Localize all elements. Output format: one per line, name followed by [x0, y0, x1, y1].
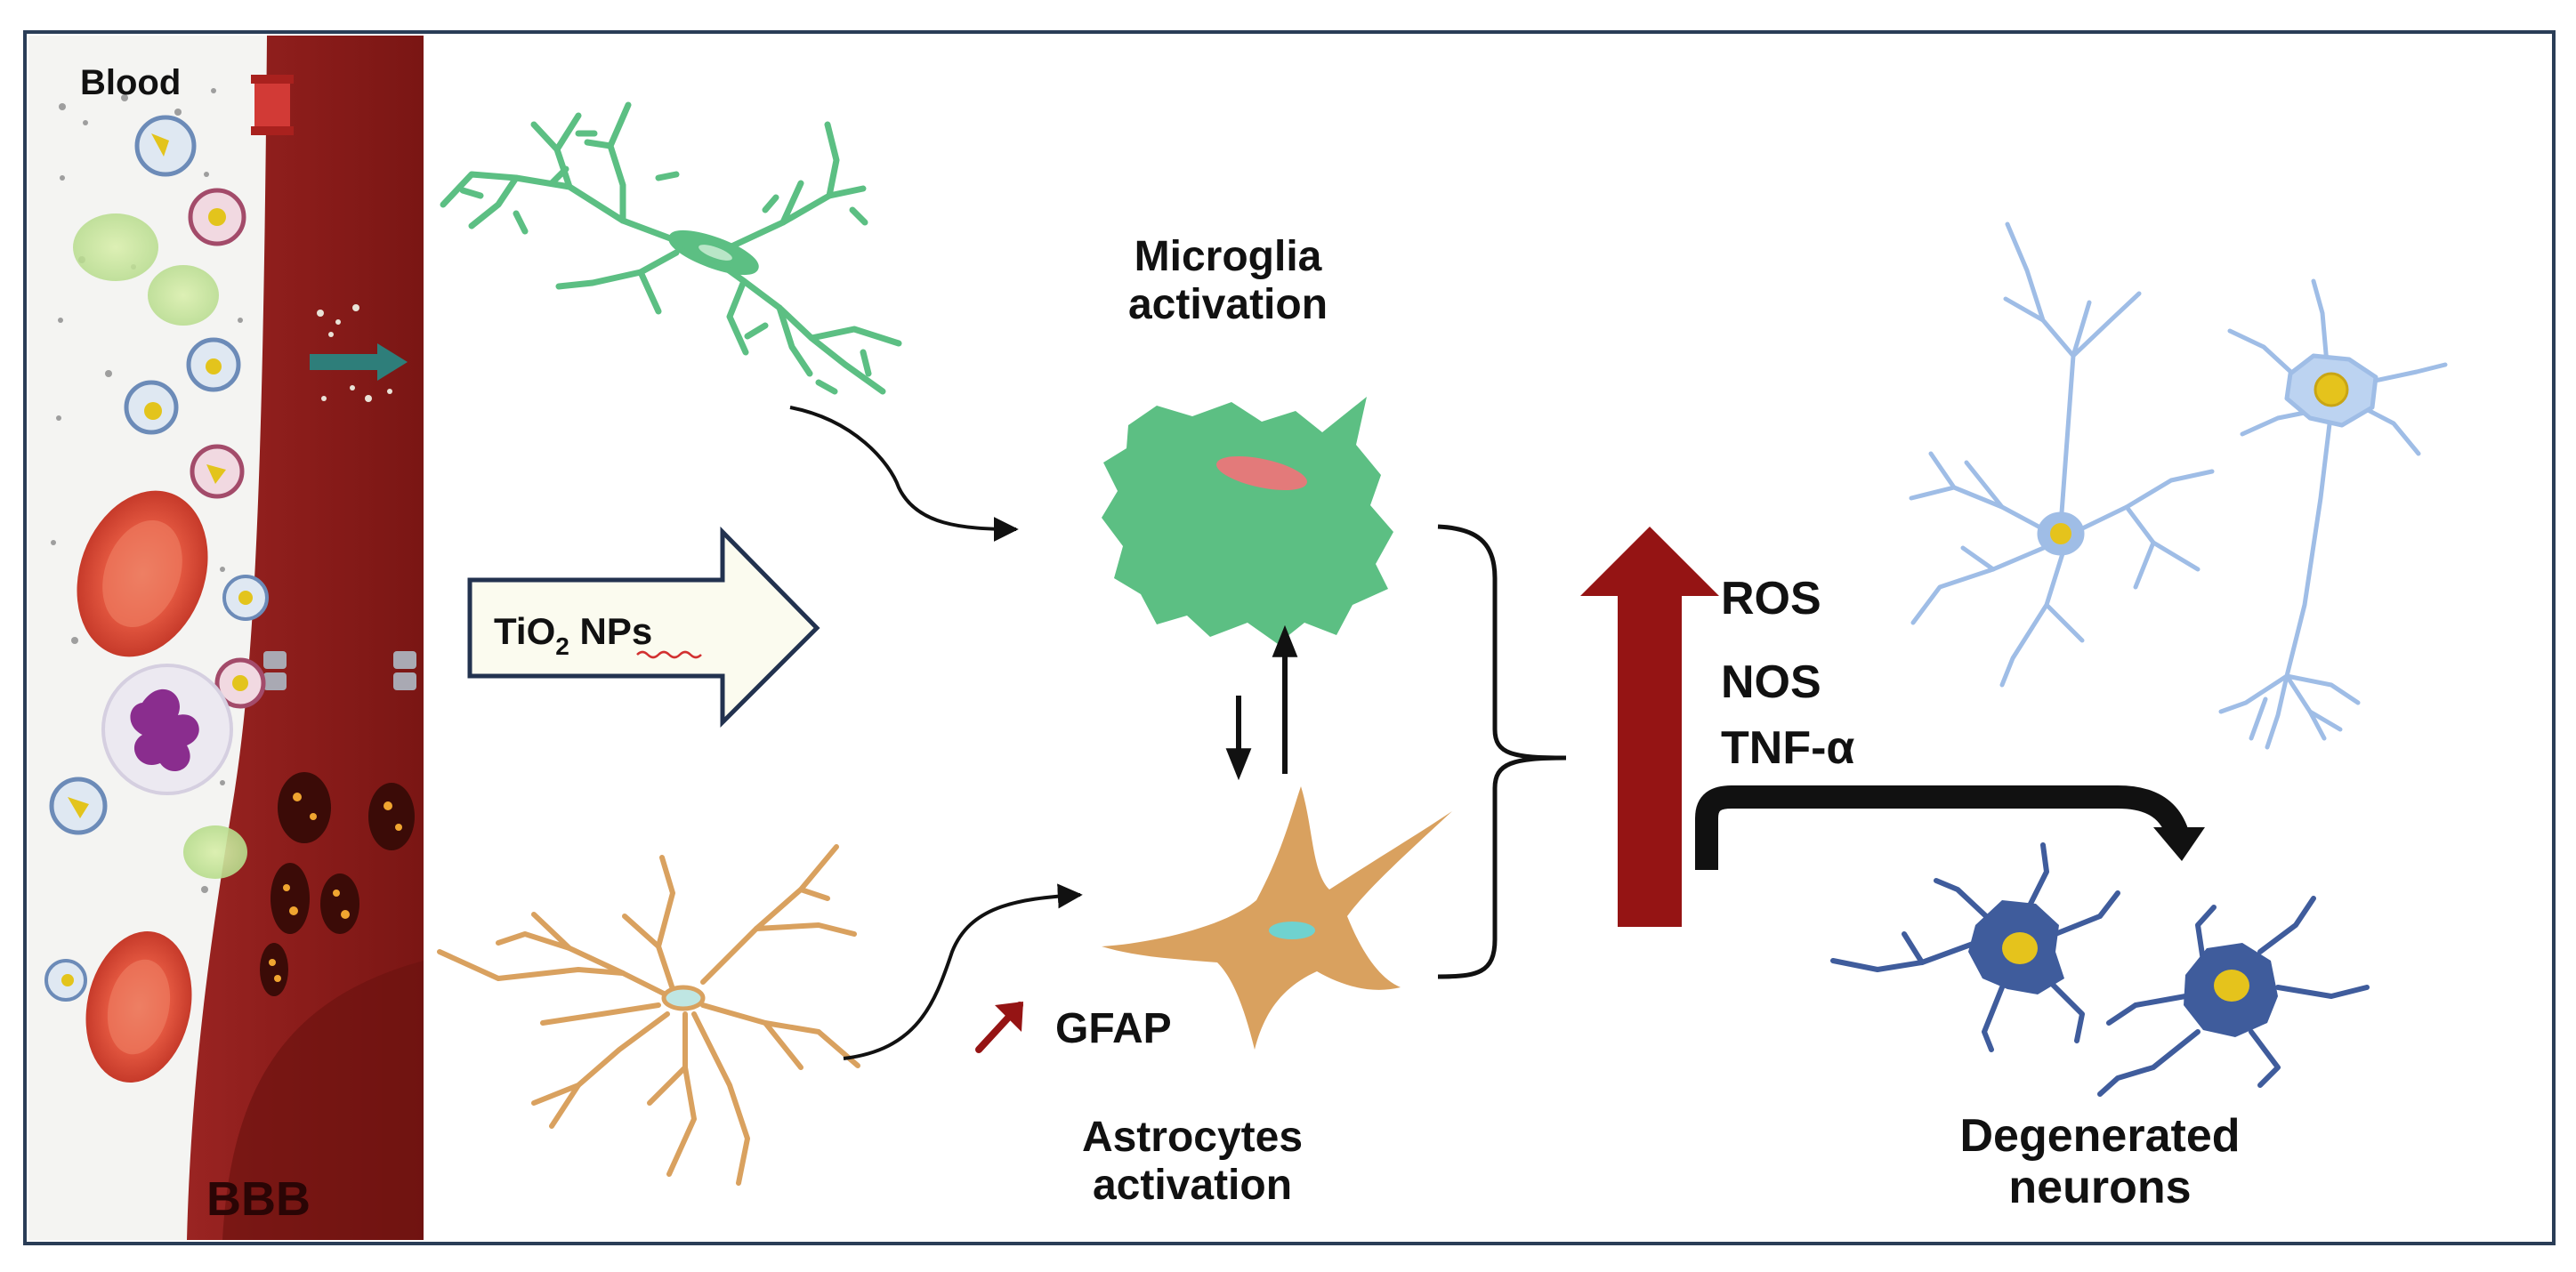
- ros-label: ROS: [1721, 573, 1821, 624]
- astrocyte-nucleus: [1269, 922, 1315, 939]
- healthy-neuron-icon: [1909, 221, 2448, 750]
- transport-arrow-icon: [310, 343, 408, 381]
- astrocytes-activation-label: Astrocytes activation: [1014, 1114, 1370, 1210]
- neutrophil-icon: [101, 664, 233, 795]
- degenerated-neurons-label: Degenerated neurons: [1904, 1110, 2296, 1213]
- activated-astrocyte-icon: [1102, 786, 1452, 1050]
- astrocyte-activation-arrow: [843, 883, 1083, 1060]
- combined-effect-bracket: [1437, 524, 1567, 979]
- astrocytes-label-line1: Astrocytes: [1081, 1114, 1304, 1161]
- tio2-arrow: TiO2 NPs: [467, 526, 820, 729]
- svg-text:TiO2 NPs: TiO2 NPs: [494, 610, 652, 660]
- channel-protein-icon: [251, 75, 294, 135]
- degenerated-neuron-icon: [1830, 842, 2370, 1097]
- tio2-label-prefix: TiO: [494, 610, 555, 652]
- nos-label: NOS: [1721, 656, 1821, 708]
- degenerated-label-line1: Degenerated: [1959, 1110, 2241, 1162]
- microglia-nucleus: [1216, 455, 1307, 491]
- resting-astrocyte-icon: [437, 844, 860, 1186]
- tio2-spellcheck-underline: [636, 650, 702, 659]
- plasma-protein-blobs: [73, 213, 247, 879]
- neurodegeneration-arrow: [1695, 785, 2205, 870]
- tnf-alpha-label: TNF-α: [1721, 722, 1855, 774]
- blood-vessel-panel: Blood BBB: [28, 36, 424, 1240]
- particle-clusters: [260, 772, 415, 996]
- vessel-bulge: [222, 961, 424, 1240]
- activated-microglia-icon: [1102, 397, 1393, 644]
- degenerated-label-line2: neurons: [2008, 1162, 2192, 1214]
- bbb-label: BBB: [206, 1172, 311, 1226]
- white-blood-cell-icon: [44, 115, 269, 1002]
- microglia-label-line1: Microglia: [1134, 233, 1322, 280]
- tio2-label-suffix: NPs: [569, 610, 652, 652]
- tio2-label-subscript: 2: [555, 632, 569, 660]
- astrocytes-label-line2: activation: [1092, 1161, 1293, 1209]
- red-blood-cell-icon: [77, 490, 208, 1083]
- microglia-activation-label: Microglia activation: [1050, 233, 1406, 329]
- nanoparticles-in-wall: [317, 304, 392, 402]
- microglia-label-line2: activation: [1127, 280, 1328, 328]
- increase-arrow: [1580, 527, 1719, 927]
- blood-vessel-wall: [187, 36, 424, 1240]
- resting-microglia-icon: [440, 101, 902, 395]
- microglia-activation-arrow: [789, 406, 1019, 542]
- tight-junction-icon: [263, 651, 416, 690]
- blood-label: Blood: [80, 63, 181, 102]
- gfap-label: GFAP: [1055, 1005, 1172, 1052]
